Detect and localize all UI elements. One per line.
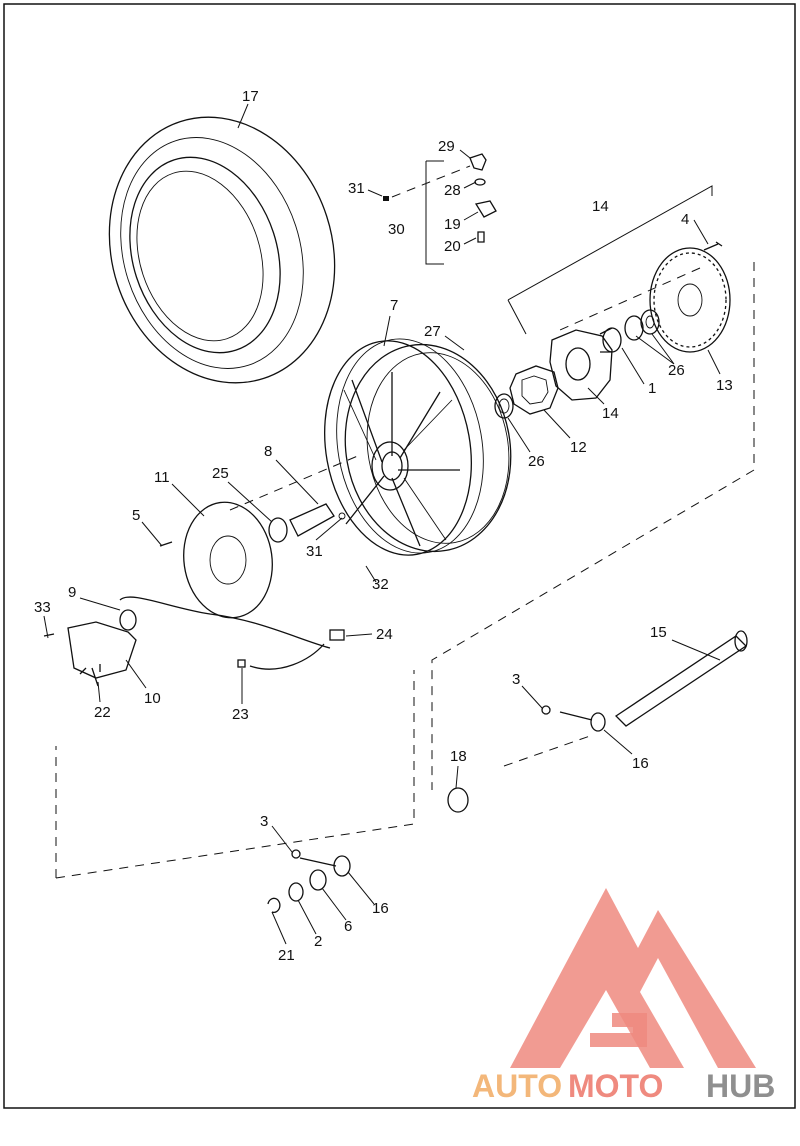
callout-23: 23	[232, 706, 249, 723]
callout-28: 28	[444, 182, 461, 199]
callout-leaders	[43, 103, 721, 945]
callout-3-right: 3	[512, 671, 520, 688]
callout-2: 2	[314, 933, 322, 950]
brake-disc-parts	[159, 501, 346, 619]
callout-14-top: 14	[592, 198, 609, 215]
callout-25: 25	[212, 465, 229, 482]
tire-part	[108, 116, 336, 384]
diagram-border	[3, 3, 796, 1109]
callout-10: 10	[144, 690, 161, 707]
callout-17: 17	[242, 88, 259, 105]
callout-21: 21	[278, 947, 295, 964]
callout-26-left: 26	[528, 453, 545, 470]
logo-text-auto: AUTO	[472, 1068, 562, 1104]
callout-27: 27	[424, 323, 441, 340]
callout-20: 20	[444, 238, 461, 255]
callout-19: 19	[444, 216, 461, 233]
callout-31-bottom: 31	[306, 543, 323, 560]
callout-16-right: 16	[632, 755, 649, 772]
callout-3-left: 3	[260, 813, 268, 830]
callout-18: 18	[450, 748, 467, 765]
caliper-bracket-parts	[43, 596, 345, 687]
callout-11: 11	[154, 469, 170, 486]
wheel-rim-part	[229, 338, 512, 556]
callout-labels: 17 29 31 28 14 4 19 30 20 7 27 26 1 13 1…	[34, 88, 733, 964]
sprocket-hub-parts	[431, 185, 755, 790]
callout-6: 6	[344, 918, 352, 935]
logo-triangle-icon	[510, 888, 756, 1068]
callout-5: 5	[132, 507, 140, 524]
callout-32: 32	[372, 576, 389, 593]
axle-parts	[447, 630, 748, 813]
callout-1: 1	[648, 380, 656, 397]
callout-31-top: 31	[348, 180, 365, 197]
callout-12: 12	[570, 439, 587, 456]
callout-33: 33	[34, 599, 51, 616]
logo-text-hub: HUB	[706, 1068, 775, 1104]
callout-13: 13	[716, 377, 733, 394]
callout-4: 4	[681, 211, 689, 228]
callout-30: 30	[388, 221, 405, 238]
left-adjuster-parts	[55, 670, 415, 913]
callout-16-left: 16	[372, 900, 389, 917]
callout-24: 24	[376, 626, 393, 643]
automotohub-logo: AUTO MOTO HUB	[472, 888, 775, 1104]
callout-8: 8	[264, 443, 272, 460]
logo-text-moto: MOTO	[568, 1068, 663, 1104]
callout-9: 9	[68, 584, 76, 601]
callout-7: 7	[390, 297, 398, 314]
callout-14-bottom: 14	[602, 405, 619, 422]
callout-22: 22	[94, 704, 111, 721]
callout-26-right: 26	[668, 362, 685, 379]
callout-15: 15	[650, 624, 667, 641]
valve-parts	[383, 153, 497, 265]
callout-29: 29	[438, 138, 455, 155]
